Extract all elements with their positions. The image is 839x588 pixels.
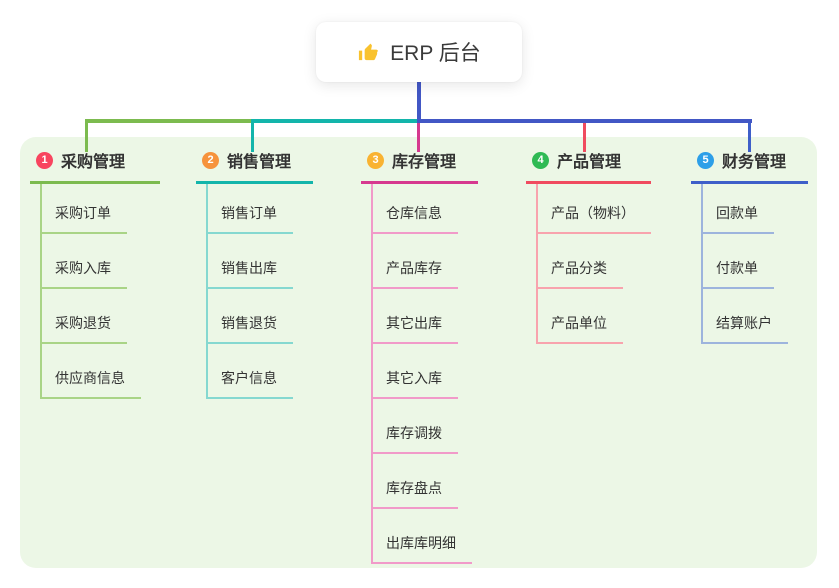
branch-node[interactable]: 1 采购管理 — [30, 148, 160, 184]
child-slot: 产品库存 — [373, 234, 478, 289]
child-node[interactable]: 产品单位 — [538, 313, 623, 344]
child-node[interactable]: 其它出库 — [373, 313, 458, 344]
child-node[interactable]: 产品（物料） — [538, 203, 651, 234]
child-slot: 采购退货 — [42, 289, 160, 344]
child-node[interactable]: 回款单 — [703, 203, 774, 234]
connector-bus-segment — [85, 119, 255, 123]
child-node[interactable]: 销售退货 — [208, 313, 293, 344]
child-slot: 出库库明细 — [373, 509, 478, 564]
child-node[interactable]: 销售订单 — [208, 203, 293, 234]
child-node[interactable]: 客户信息 — [208, 368, 293, 399]
child-node[interactable]: 仓库信息 — [373, 203, 458, 234]
branch-children: 仓库信息产品库存其它出库其它入库库存调拨库存盘点出库库明细 — [371, 184, 478, 564]
child-slot: 客户信息 — [208, 344, 313, 399]
branch-number-badge: 2 — [202, 151, 219, 169]
branch-children: 销售订单销售出库销售退货客户信息 — [206, 184, 313, 399]
branch-node[interactable]: 4 产品管理 — [526, 148, 651, 184]
child-slot: 采购入库 — [42, 234, 160, 289]
child-slot: 供应商信息 — [42, 344, 160, 399]
child-slot: 回款单 — [703, 184, 808, 234]
child-slot: 销售退货 — [208, 289, 313, 344]
child-slot: 产品分类 — [538, 234, 651, 289]
connector-drop — [251, 123, 254, 152]
child-node[interactable]: 采购退货 — [42, 313, 127, 344]
child-node[interactable]: 其它入库 — [373, 368, 458, 399]
mindmap-branch-1: 1 采购管理采购订单采购入库采购退货供应商信息 — [30, 148, 160, 399]
child-node[interactable]: 出库库明细 — [373, 533, 472, 564]
child-node[interactable]: 产品分类 — [538, 258, 623, 289]
mindmap-branch-5: 5 财务管理回款单付款单结算账户 — [691, 148, 808, 344]
connector-drop — [85, 123, 88, 152]
child-node[interactable]: 付款单 — [703, 258, 774, 289]
branches-panel — [20, 137, 817, 568]
connector-drop — [583, 123, 586, 152]
child-node[interactable]: 采购入库 — [42, 258, 127, 289]
child-slot: 付款单 — [703, 234, 808, 289]
child-slot: 仓库信息 — [373, 184, 478, 234]
child-node[interactable]: 产品库存 — [373, 258, 458, 289]
child-slot: 产品单位 — [538, 289, 651, 344]
child-node[interactable]: 销售出库 — [208, 258, 293, 289]
branch-title: 产品管理 — [557, 154, 622, 171]
branch-node[interactable]: 3 库存管理 — [361, 148, 478, 184]
branch-node[interactable]: 2 销售管理 — [196, 148, 313, 184]
child-slot: 库存调拨 — [373, 399, 478, 454]
connector-bus-segment — [251, 119, 421, 123]
branch-title: 销售管理 — [227, 154, 292, 171]
child-slot: 其它入库 — [373, 344, 478, 399]
child-slot: 其它出库 — [373, 289, 478, 344]
child-node[interactable]: 结算账户 — [703, 313, 788, 344]
child-slot: 库存盘点 — [373, 454, 478, 509]
child-slot: 采购订单 — [42, 184, 160, 234]
branch-children: 回款单付款单结算账户 — [701, 184, 808, 344]
child-node[interactable]: 供应商信息 — [42, 368, 141, 399]
branch-children: 采购订单采购入库采购退货供应商信息 — [40, 184, 160, 399]
root-connector — [417, 82, 421, 123]
connector-bus-segment — [417, 119, 752, 123]
mindmap-branch-3: 3 库存管理仓库信息产品库存其它出库其它入库库存调拨库存盘点出库库明细 — [361, 148, 478, 564]
connector-drop — [748, 123, 751, 152]
child-node[interactable]: 库存盘点 — [373, 478, 458, 509]
thumbs-up-icon — [357, 41, 380, 64]
branch-title: 库存管理 — [392, 154, 457, 171]
branch-children: 产品（物料） 产品分类产品单位 — [536, 184, 651, 344]
branch-node[interactable]: 5 财务管理 — [691, 148, 808, 184]
child-slot: 销售订单 — [208, 184, 313, 234]
child-node[interactable]: 库存调拨 — [373, 423, 458, 454]
branch-number-badge: 3 — [367, 151, 384, 169]
child-slot: 产品（物料） — [538, 184, 651, 234]
branch-number-badge: 4 — [532, 151, 549, 169]
mindmap-branch-4: 4 产品管理产品（物料） 产品分类产品单位 — [526, 148, 651, 344]
root-title: ERP 后台 — [390, 42, 481, 65]
branch-title: 采购管理 — [61, 154, 126, 171]
branch-number-badge: 1 — [36, 151, 53, 169]
branch-number-badge: 5 — [697, 151, 714, 169]
root-node[interactable]: ERP 后台 — [316, 22, 522, 82]
connector-drop — [417, 123, 420, 152]
child-node[interactable]: 采购订单 — [42, 203, 127, 234]
child-slot: 销售出库 — [208, 234, 313, 289]
child-slot: 结算账户 — [703, 289, 808, 344]
mindmap-branch-2: 2 销售管理销售订单销售出库销售退货客户信息 — [196, 148, 313, 399]
branch-title: 财务管理 — [722, 154, 787, 171]
